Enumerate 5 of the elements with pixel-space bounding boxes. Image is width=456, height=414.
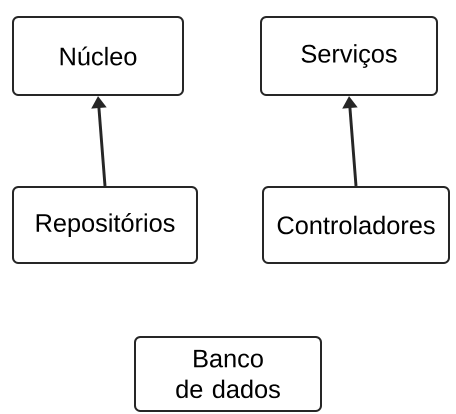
- process-box: Núcleo: [12, 16, 184, 96]
- process-box: Repositórios: [12, 186, 198, 264]
- process-box: Controladores: [262, 186, 450, 264]
- process-box: Serviços: [260, 16, 438, 96]
- process-box: Banco de dados: [134, 336, 322, 412]
